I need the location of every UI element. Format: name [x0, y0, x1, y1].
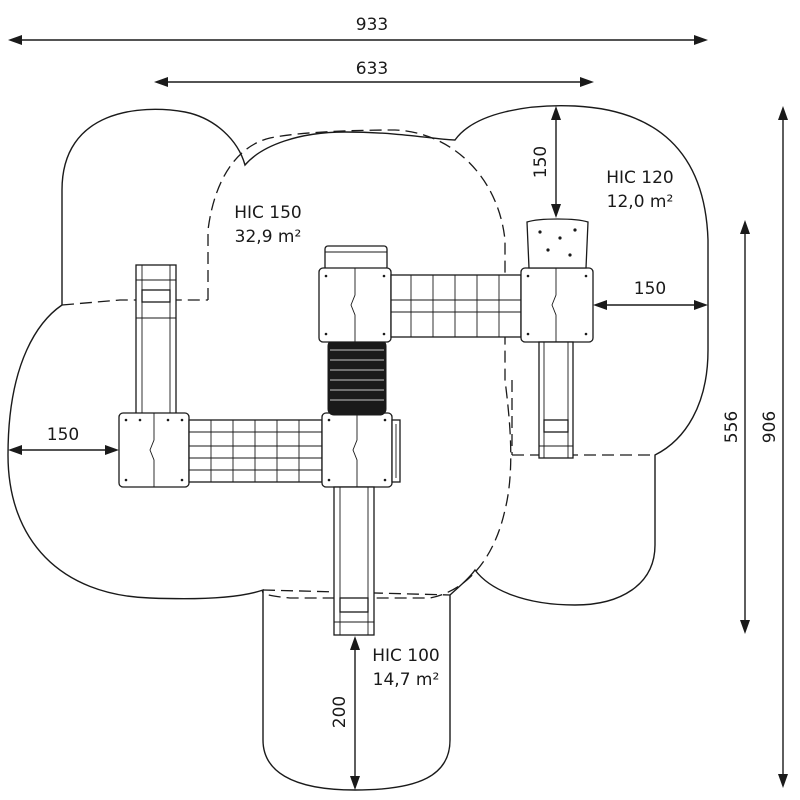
hic100-name: HIC 100 [372, 646, 440, 666]
dimension-total-width: 933 [8, 15, 708, 45]
left-clearance-label: 150 [47, 425, 79, 445]
right-tower [520, 267, 594, 343]
left-tower [118, 412, 190, 488]
dimension-total-height: 906 [760, 106, 788, 788]
upper-net-bridge [390, 274, 522, 338]
dimension-top-clearance: 150 [531, 106, 561, 218]
left-slide [135, 264, 177, 416]
center-tower [321, 412, 401, 488]
tube-slide [327, 339, 387, 416]
bottom-slide [333, 486, 375, 636]
zone-labels: HIC 150 32,9 m² HIC 120 12,0 m² HIC 100 … [234, 168, 674, 690]
dimension-left-clearance: 150 [8, 425, 119, 455]
climbing-wall [526, 218, 589, 269]
dimension-inner-width: 633 [154, 59, 594, 87]
lower-net-bridge [188, 419, 323, 483]
dimension-inner-height: 556 [722, 220, 750, 634]
hic120-name: HIC 120 [606, 168, 674, 188]
hic100-area: 14,7 m² [373, 670, 440, 690]
hic150-left-boundary [61, 299, 208, 306]
hic150-name: HIC 150 [234, 203, 302, 223]
total-width-label: 933 [356, 15, 388, 35]
hic150-area: 32,9 m² [235, 227, 302, 247]
right-clearance-label: 150 [634, 279, 666, 299]
upper-center-tower [318, 245, 392, 343]
dimension-right-clearance: 150 [593, 279, 708, 310]
dimensions: 933 633 150 150 150 [8, 15, 788, 790]
inner-width-label: 633 [356, 59, 388, 79]
right-slide [538, 341, 574, 459]
hic120-area: 12,0 m² [607, 192, 674, 212]
play-equipment [118, 218, 594, 636]
top-clearance-label: 150 [531, 146, 551, 178]
bottom-clearance-label: 200 [330, 696, 350, 728]
safety-zone-outline [7, 105, 709, 791]
total-height-label: 906 [760, 411, 780, 443]
inner-height-label: 556 [722, 411, 742, 443]
dimension-bottom-clearance: 200 [330, 636, 360, 790]
safety-zones [7, 105, 709, 791]
hic150-boundary [207, 129, 512, 599]
